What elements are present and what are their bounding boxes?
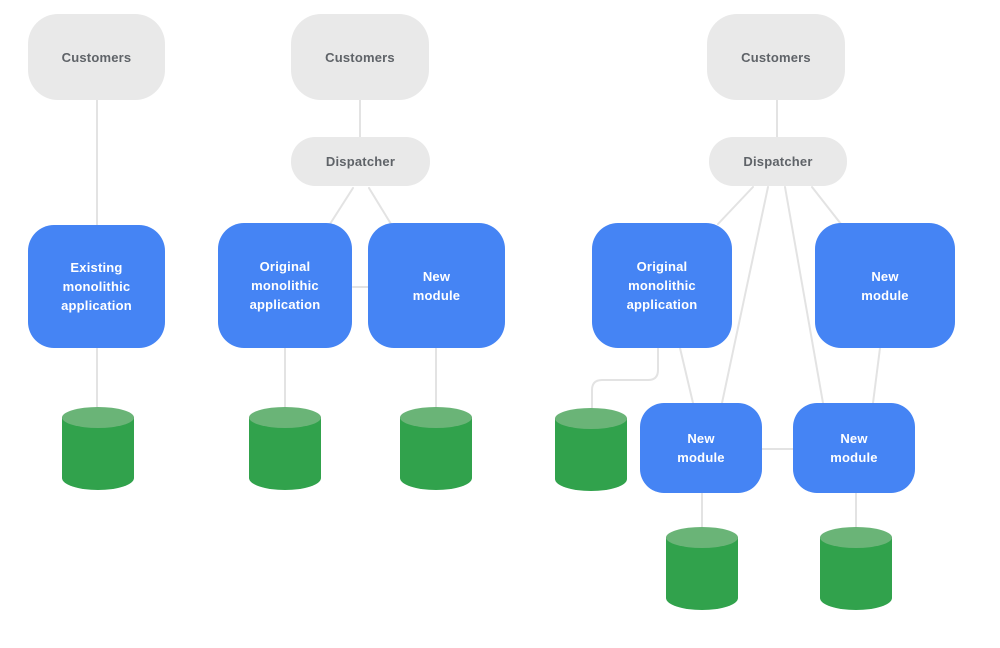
cylinder-body (666, 537, 738, 610)
cylinder-top (555, 408, 627, 429)
connector-dispatcher-newmodule-top (811, 186, 842, 225)
connector-dispatcher-newmodule-lower-right (784, 186, 824, 404)
dispatcher-label: Dispatcher (325, 154, 396, 169)
new-module-node-top: New module (815, 223, 955, 348)
new-module-node-lower-left: New module (640, 403, 762, 493)
database-cylinder (820, 527, 892, 610)
customers-node-panel2: Customers (291, 14, 429, 100)
dispatcher-label: Dispatcher (743, 154, 813, 169)
connector-dispatcher-monolith (329, 187, 354, 225)
cylinder-top (62, 407, 134, 428)
cylinder-body (62, 417, 134, 490)
customers-node-panel3: Customers (707, 14, 845, 100)
database-cylinder (555, 408, 627, 491)
existing-monolith-label: Existing monolithic application (61, 260, 132, 313)
customers-label: Customers (61, 49, 132, 65)
dispatcher-node-panel3: Dispatcher (709, 137, 847, 186)
cylinder-body (820, 537, 892, 610)
customers-label: Customers (741, 49, 811, 65)
connector-dispatcher-newmodule-lower-left (721, 186, 769, 404)
database-cylinder (249, 407, 321, 490)
connector-dispatcher-newmodule (368, 187, 392, 225)
original-monolith-node: Original monolithic application (592, 223, 732, 348)
customers-label: Customers (325, 49, 395, 65)
customers-node-panel1: Customers (28, 14, 165, 100)
database-cylinder (666, 527, 738, 610)
cylinder-top (820, 527, 892, 548)
connector-dispatcher-monolith (717, 186, 754, 225)
original-monolith-label: Original monolithic application (626, 259, 698, 312)
connector-monolith-db-elbow (591, 347, 659, 409)
cylinder-top (400, 407, 472, 428)
connector-monolith-newmodule (679, 347, 694, 404)
new-module-node: New module (368, 223, 505, 348)
existing-monolith-node: Existing monolithic application (28, 225, 165, 348)
database-cylinder (62, 407, 134, 490)
cylinder-body (555, 418, 627, 491)
dispatcher-node-panel2: Dispatcher (291, 137, 430, 186)
database-cylinder (400, 407, 472, 490)
new-module-label: New module (830, 431, 878, 465)
cylinder-body (400, 417, 472, 490)
new-module-label: New module (677, 431, 725, 465)
original-monolith-label: Original monolithic application (249, 259, 321, 312)
cylinder-top (249, 407, 321, 428)
cylinder-top (666, 527, 738, 548)
new-module-label: New module (412, 268, 461, 303)
connector-newmodule-newmodule (872, 347, 881, 404)
cylinder-body (249, 417, 321, 490)
new-module-label: New module (861, 268, 909, 303)
original-monolith-node: Original monolithic application (218, 223, 352, 348)
new-module-node-lower-right: New module (793, 403, 915, 493)
